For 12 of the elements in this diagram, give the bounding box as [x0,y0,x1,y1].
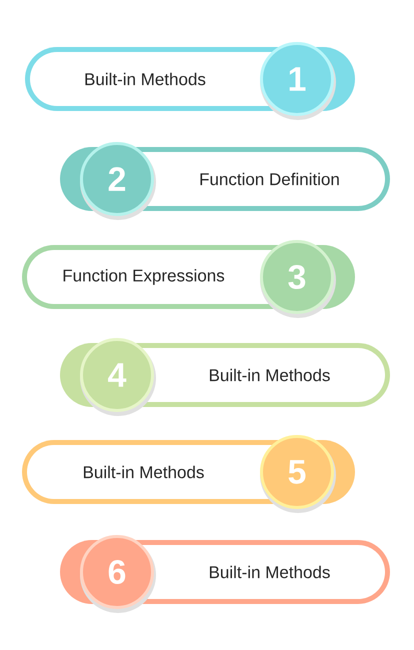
number-badge: 4 [80,338,156,416]
pill-item: Built-in Methods 1 [25,42,355,120]
number-badge: 6 [80,535,156,613]
pill-item: 2 Function Definition [60,142,390,220]
pill-item: 4 Built-in Methods [60,338,390,416]
pill-item: Function Expressions 3 [22,240,355,318]
number-badge: 2 [80,142,156,220]
number-badge: 5 [260,435,336,513]
pill-item: 6 Built-in Methods [60,535,390,613]
pill-item: Built-in Methods 5 [22,435,355,513]
number-badge: 3 [260,240,336,318]
number-badge: 1 [260,42,336,120]
